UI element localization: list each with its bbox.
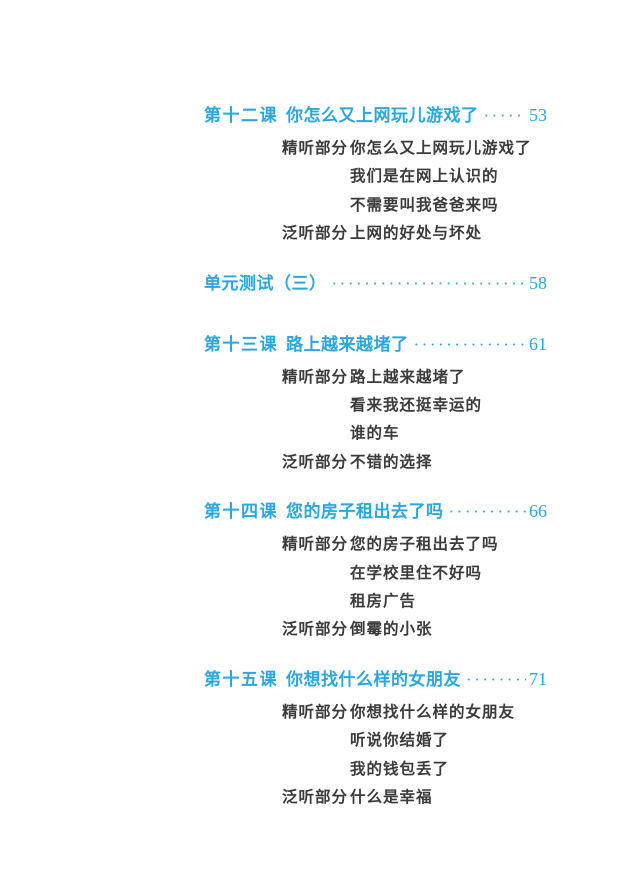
- sub-section-title: 看来我还挺幸运的: [350, 397, 483, 415]
- sub-section-label: 泛听部分: [282, 453, 349, 471]
- toc-sub-line: 精听部分 你怎么又上网玩儿游戏了: [282, 135, 547, 163]
- sub-section-label: [282, 163, 350, 191]
- toc-entry-heading: 单元测试（三） ································…: [204, 271, 547, 296]
- page-number: 71: [529, 668, 547, 689]
- page-number: 61: [529, 333, 547, 354]
- lesson-title: 单元测试（三）: [204, 273, 327, 293]
- lesson-number-label: 第十四课: [204, 502, 278, 522]
- toc-sub-line: 泛听部分 上网的好处与坏处: [282, 220, 547, 248]
- sub-section-title: 在学校里住不好吗: [350, 564, 483, 582]
- toc-section: 第十五课 你想找什么样的女朋友 ························…: [204, 667, 547, 813]
- sub-section-list: 精听部分 路上越来越堵了 看来我还挺幸运的 谁的车 泛听部分 不错的选择: [204, 364, 547, 478]
- toc-sub-line: 精听部分 您的房子租出去了吗: [282, 531, 547, 559]
- sub-section-title: 我们是在网上认识的: [350, 168, 499, 186]
- sub-section-label: [282, 560, 350, 588]
- sub-section-title: 您的房子租出去了吗: [350, 536, 499, 554]
- sub-section-label: 精听部分: [282, 368, 349, 386]
- sub-section-label: [282, 420, 350, 448]
- sub-section-title: 租房广告: [350, 593, 417, 611]
- toc-sub-line: 不需要叫我爸爸来吗: [282, 192, 547, 220]
- sub-section-title: 我的钱包丢了: [350, 760, 450, 778]
- sub-section-list: 精听部分 你想找什么样的女朋友 听说你结婚了 我的钱包丢了 泛听部分 什么是幸福: [204, 699, 547, 813]
- dot-leader: ········································…: [413, 334, 527, 354]
- sub-section-label: [282, 756, 350, 784]
- table-of-contents: 第十二课 你怎么又上网玩儿游戏了 ·······················…: [204, 103, 547, 835]
- toc-entry-heading: 第十四课 您的房子租出去了吗 ·························…: [204, 499, 547, 524]
- sub-section-label: [282, 588, 350, 616]
- toc-sub-line: 我的钱包丢了: [282, 756, 547, 784]
- lesson-number-label: 第十五课: [204, 669, 278, 689]
- toc-sub-line: 我们是在网上认识的: [282, 163, 547, 191]
- page-number: 66: [529, 501, 547, 522]
- sub-section-title: 不错的选择: [350, 453, 433, 471]
- page-number: 53: [529, 105, 547, 125]
- sub-section-label: [282, 192, 350, 220]
- toc-sub-line: 精听部分 你想找什么样的女朋友: [282, 699, 547, 727]
- toc-section: 第十三课 路上越来越堵了 ···························…: [204, 332, 547, 478]
- sub-section-label: 精听部分: [282, 140, 349, 157]
- dot-leader: ········································…: [483, 106, 527, 125]
- sub-section-label: 精听部分: [282, 536, 349, 554]
- sub-section-label: 精听部分: [282, 703, 349, 721]
- toc-sub-line: 听说你结婚了: [282, 727, 547, 755]
- toc-sub-line: 在学校里住不好吗: [282, 560, 547, 588]
- sub-section-label: 泛听部分: [282, 789, 349, 807]
- lesson-number-label: 第十三课: [204, 334, 278, 354]
- dot-leader: ········································…: [466, 669, 526, 689]
- toc-sub-line: 精听部分 路上越来越堵了: [282, 364, 547, 392]
- toc-entry-heading: 第十三课 路上越来越堵了 ···························…: [204, 332, 547, 357]
- sub-section-title: 路上越来越堵了: [350, 368, 466, 386]
- sub-section-title: 上网的好处与坏处: [350, 225, 483, 243]
- sub-section-title: 你怎么又上网玩儿游戏了: [350, 140, 532, 157]
- lesson-title: 你怎么又上网玩儿游戏了: [286, 106, 479, 125]
- dot-leader: ········································…: [331, 273, 527, 293]
- toc-sub-line: 谁的车: [282, 420, 547, 448]
- lesson-number-label: 第十二课: [204, 106, 278, 125]
- sub-section-title: 什么是幸福: [350, 789, 433, 807]
- sub-section-list: 精听部分 您的房子租出去了吗 在学校里住不好吗 租房广告 泛听部分 倒霉的小张: [204, 531, 547, 645]
- sub-section-label: 泛听部分: [282, 225, 349, 243]
- lesson-title: 你想找什么样的女朋友: [286, 669, 461, 689]
- toc-sub-line: 租房广告: [282, 588, 547, 616]
- lesson-title: 路上越来越堵了: [286, 334, 409, 354]
- toc-section: 单元测试（三） ································…: [204, 271, 547, 296]
- sub-section-label: 泛听部分: [282, 621, 349, 639]
- page-number: 58: [529, 272, 547, 293]
- toc-entry-heading: 第十五课 你想找什么样的女朋友 ························…: [204, 667, 547, 692]
- lesson-title: 您的房子租出去了吗: [286, 502, 444, 522]
- toc-sub-line: 看来我还挺幸运的: [282, 392, 547, 420]
- toc-entry-heading: 第十二课 你怎么又上网玩儿游戏了 ·······················…: [204, 103, 547, 128]
- sub-section-title: 倒霉的小张: [350, 621, 433, 639]
- toc-sub-line: 泛听部分 不错的选择: [282, 449, 547, 477]
- sub-section-label: [282, 727, 350, 755]
- sub-section-title: 听说你结婚了: [350, 732, 450, 750]
- sub-section-title: 你想找什么样的女朋友: [350, 703, 516, 721]
- toc-section: 第十四课 您的房子租出去了吗 ·························…: [204, 499, 547, 645]
- sub-section-label: [282, 392, 350, 420]
- sub-section-title: 不需要叫我爸爸来吗: [350, 196, 499, 214]
- sub-section-list: 精听部分 你怎么又上网玩儿游戏了 我们是在网上认识的 不需要叫我爸爸来吗 泛听部…: [204, 135, 547, 249]
- sub-section-title: 谁的车: [350, 425, 400, 443]
- toc-sub-line: 泛听部分 倒霉的小张: [282, 616, 547, 644]
- toc-section: 第十二课 你怎么又上网玩儿游戏了 ·······················…: [204, 103, 547, 249]
- toc-sub-line: 泛听部分 什么是幸福: [282, 784, 547, 812]
- dot-leader: ········································…: [448, 502, 527, 522]
